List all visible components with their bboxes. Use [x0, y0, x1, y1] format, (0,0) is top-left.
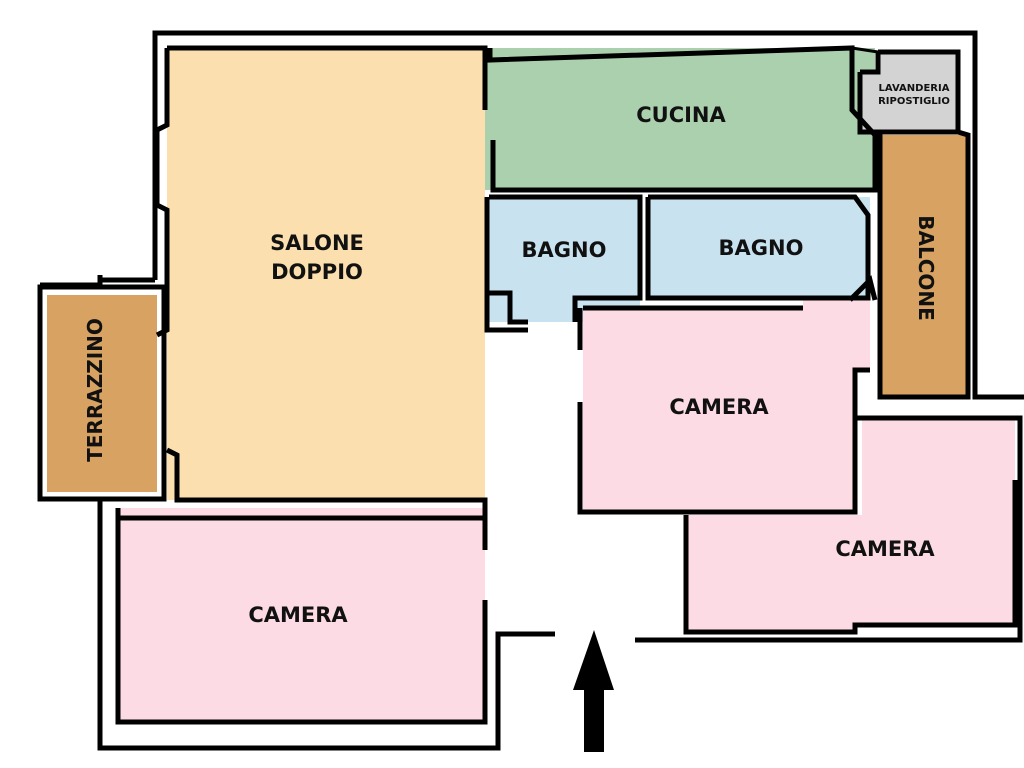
label-camera-center: CAMERA — [669, 395, 769, 419]
room-bagno-2-fill — [648, 197, 870, 298]
label-balcone: BALCONE — [914, 215, 938, 321]
room-cucina-fill — [485, 48, 875, 190]
label-salone-line1: SALONE — [270, 231, 364, 255]
label-camera-left: CAMERA — [248, 603, 348, 627]
label-salone-line2: DOPPIO — [271, 260, 363, 284]
label-camera-right: CAMERA — [835, 537, 935, 561]
label-cucina: CUCINA — [636, 103, 726, 127]
room-camera-center-fill — [583, 298, 870, 512]
room-camera-right-fill — [686, 418, 1015, 632]
room-balcone-fill — [880, 135, 968, 397]
room-terrazzino-fill — [47, 295, 157, 492]
room-salone-fill — [167, 48, 485, 500]
room-lavanderia-fill — [860, 52, 958, 132]
label-lavanderia-line1: LAVANDERIA — [879, 83, 950, 94]
room-camera-left-fill — [118, 508, 485, 722]
label-bagno-2: BAGNO — [719, 236, 804, 260]
walls — [37, 30, 1024, 751]
label-bagno-1: BAGNO — [522, 238, 607, 262]
room-bagno-1-fill — [489, 197, 640, 322]
label-lavanderia-line2: RIPOSTIGLIO — [878, 96, 950, 107]
entrance-arrow-icon — [573, 630, 614, 752]
label-terrazzino: TERRAZZINO — [83, 318, 107, 462]
